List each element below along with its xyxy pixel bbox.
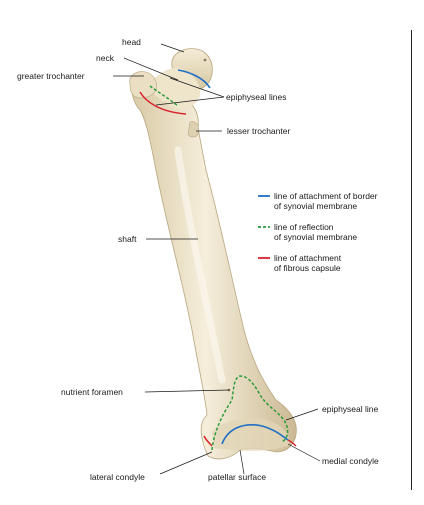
shaft-highlight bbox=[174, 146, 226, 384]
anatomy-labels: head neck greater trochanter epiphyseal … bbox=[17, 37, 379, 482]
legend-text-2a: line of reflection bbox=[274, 222, 334, 232]
legend-item-synovial-border: line of attachment of border of synovial… bbox=[258, 191, 378, 211]
label-greater-trochanter: greater trochanter bbox=[17, 71, 85, 81]
legend-text-1b: of synovial membrane bbox=[274, 201, 357, 211]
label-medial-condyle: medial condyle bbox=[322, 456, 379, 466]
red-line-distal-medial bbox=[287, 439, 297, 447]
label-epiphyseal-lines: epiphyseal lines bbox=[226, 92, 286, 102]
femur-body bbox=[131, 74, 297, 460]
greater-trochanter-shape bbox=[129, 71, 157, 99]
label-lateral-condyle: lateral condyle bbox=[90, 472, 145, 482]
leader-epiphyseal-lines-b bbox=[155, 96, 225, 106]
label-epiphyseal-line: epiphyseal line bbox=[322, 404, 379, 414]
femur-bone bbox=[129, 48, 297, 460]
label-lesser-trochanter: lesser trochanter bbox=[227, 126, 290, 136]
leader-medial-condyle bbox=[287, 443, 321, 462]
blue-line-head bbox=[177, 69, 211, 89]
condyle-shading bbox=[212, 417, 290, 451]
legend-item-fibrous-capsule: line of attachment of fibrous capsule bbox=[258, 253, 342, 273]
femoral-neck bbox=[150, 67, 201, 109]
blue-line-distal bbox=[221, 424, 289, 445]
label-nutrient-foramen: nutrient foramen bbox=[61, 387, 123, 397]
leader-head bbox=[160, 43, 185, 53]
label-patellar-surface: patellar surface bbox=[208, 472, 266, 482]
leader-lateral-condyle bbox=[159, 451, 213, 475]
leader-lines bbox=[113, 43, 321, 475]
capsule-lines bbox=[139, 69, 297, 451]
legend-item-synovial-reflection: line of reflection of synovial membrane bbox=[258, 222, 357, 242]
leader-neck bbox=[123, 57, 179, 81]
green-line-distal bbox=[211, 375, 289, 451]
leader-patellar-surface bbox=[239, 449, 245, 475]
legend-text-2b: of synovial membrane bbox=[274, 232, 357, 242]
green-line-neck bbox=[149, 85, 179, 107]
label-head: head bbox=[122, 37, 141, 47]
legend-text-3b: of fibrous capsule bbox=[274, 263, 341, 273]
leader-nutrient-foramen bbox=[144, 389, 230, 393]
lesser-trochanter-shape bbox=[187, 121, 199, 138]
label-shaft: shaft bbox=[118, 234, 137, 244]
head-fovea bbox=[203, 58, 207, 62]
leader-epiphyseal-line bbox=[285, 408, 319, 421]
legend-text-3a: line of attachment bbox=[274, 253, 342, 263]
red-line-distal-lateral bbox=[203, 435, 213, 447]
red-line-proximal bbox=[139, 91, 187, 115]
leader-epiphyseal-lines-a bbox=[169, 77, 225, 98]
legend: line of attachment of border of synovial… bbox=[258, 191, 378, 273]
legend-text-1a: line of attachment of border bbox=[274, 191, 378, 201]
frame-divider bbox=[411, 30, 412, 490]
label-neck: neck bbox=[96, 53, 115, 63]
